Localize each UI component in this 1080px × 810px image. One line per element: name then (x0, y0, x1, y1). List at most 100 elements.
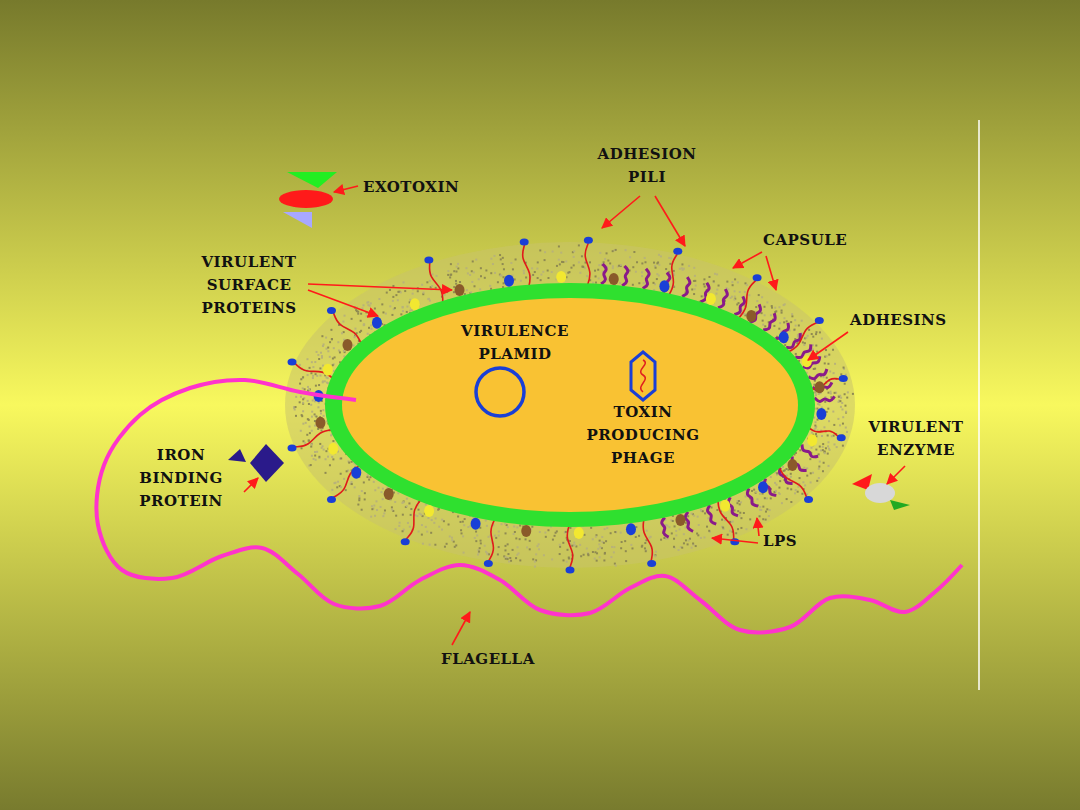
capsule-speck (781, 310, 783, 312)
capsule-speck (391, 509, 393, 511)
capsule-speck (606, 252, 608, 254)
capsule-speck (612, 250, 614, 252)
capsule-speck (405, 506, 407, 508)
capsule-speck (529, 548, 531, 550)
capsule-speck (580, 555, 582, 557)
capsule-speck (354, 486, 356, 488)
capsule-speck (480, 267, 482, 269)
capsule-speck (614, 563, 616, 565)
capsule-speck (417, 290, 419, 292)
capsule-speck (770, 497, 772, 499)
capsule-speck (392, 285, 394, 287)
capsule-speck (770, 314, 772, 316)
capsule-speck (598, 264, 600, 266)
capsule-speck (556, 265, 558, 267)
capsule-speck (660, 255, 662, 257)
part-label: CAPSULE (763, 229, 847, 252)
pilus-stalk (567, 523, 572, 567)
capsule-speck (499, 274, 501, 276)
capsule-speck (406, 306, 408, 308)
capsule-speck (794, 319, 796, 321)
capsule-speck (703, 283, 705, 285)
capsule-speck (363, 481, 365, 483)
pilus-tip (288, 444, 297, 451)
capsule-speck (325, 450, 327, 452)
pilus-tip (839, 375, 848, 382)
part-label: LPS (763, 530, 797, 553)
capsule-speck (395, 294, 397, 296)
capsule-speck (357, 504, 359, 506)
surface-protein (802, 355, 812, 367)
capsule-speck (790, 473, 792, 475)
surface-protein (807, 434, 817, 446)
capsule-speck (389, 305, 391, 307)
capsule-speck (764, 497, 766, 499)
capsule-speck (478, 551, 480, 553)
capsule-speck (385, 313, 387, 315)
capsule-speck (599, 546, 601, 548)
capsule-speck (812, 336, 814, 338)
capsule-speck (325, 472, 327, 474)
capsule-speck (312, 377, 314, 379)
capsule-speck (340, 457, 342, 459)
capsule-speck (587, 554, 589, 556)
capsule-speck (718, 285, 720, 287)
capsule-speck (475, 540, 477, 542)
capsule-speck (406, 311, 408, 313)
capsule-speck (842, 416, 844, 418)
capsule-speck (343, 478, 345, 480)
capsule-speck (755, 491, 757, 493)
capsule-speck (535, 553, 537, 555)
pilus-tip (837, 434, 846, 441)
capsule-speck (762, 506, 764, 508)
surface-protein (758, 481, 768, 493)
capsule-speck (625, 550, 627, 552)
capsule-speck (371, 505, 373, 507)
capsule-speck (671, 532, 673, 534)
capsule-speck (803, 344, 805, 346)
capsule-speck (852, 393, 854, 395)
capsule-speck (832, 411, 834, 413)
capsule-speck (305, 422, 307, 424)
capsule-speck (641, 262, 643, 264)
capsule-speck (612, 265, 614, 267)
capsule-speck (599, 540, 601, 542)
capsule-speck (774, 482, 776, 484)
capsule-speck (568, 271, 570, 273)
capsule-speck (457, 263, 459, 265)
capsule-speck (604, 553, 606, 555)
capsule-speck (331, 456, 333, 458)
capsule-speck (759, 506, 761, 508)
capsule-speck (815, 333, 817, 335)
capsule-speck (786, 475, 788, 477)
capsule-speck (493, 255, 495, 257)
capsule-speck (505, 556, 507, 558)
capsule-speck (471, 270, 473, 272)
capsule-speck (573, 250, 575, 252)
capsule-speck (566, 561, 568, 563)
capsule-speck (764, 314, 766, 316)
capsule-speck (832, 349, 834, 351)
pilus-stalk (523, 245, 530, 289)
surface-protein (384, 488, 394, 500)
capsule-speck (691, 547, 693, 549)
capsule-speck (641, 275, 643, 277)
capsule-speck (790, 476, 792, 478)
capsule-speck (688, 540, 690, 542)
capsule-speck (311, 455, 313, 457)
capsule-speck (606, 527, 608, 529)
capsule-speck (531, 267, 533, 269)
pilus-tip (520, 238, 529, 245)
pilus-stalk (406, 498, 422, 539)
capsule-speck (766, 497, 768, 499)
capsule-speck (808, 329, 810, 331)
capsule-speck (790, 501, 792, 503)
capsule-speck (843, 367, 845, 369)
capsule-speck (644, 261, 646, 263)
capsule-speck (509, 557, 511, 559)
capsule-speck (408, 502, 410, 504)
lps-strand (747, 488, 758, 506)
leader-arrow (308, 284, 452, 290)
capsule-speck (621, 541, 623, 543)
